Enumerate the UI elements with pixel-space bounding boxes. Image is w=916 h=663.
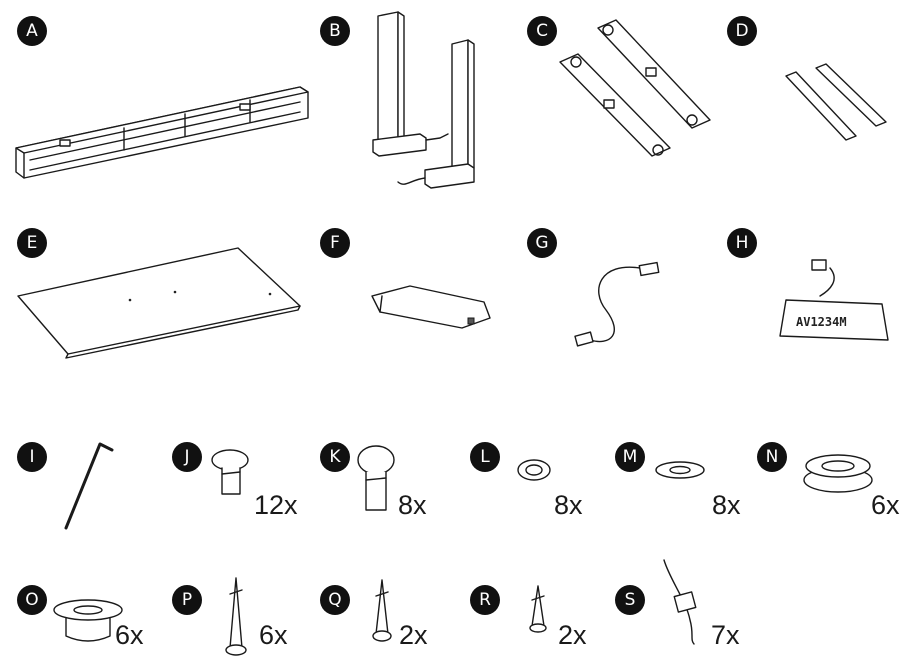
part-k-quantity: 8x — [398, 490, 427, 520]
handset-key-label: AV1234M — [796, 315, 847, 329]
part-p-screw-illustration — [225, 577, 247, 656]
part-label-k: K — [320, 442, 350, 472]
part-label-g: G — [527, 228, 557, 258]
part-o-quantity: 6x — [115, 620, 144, 650]
part-label-i: I — [17, 442, 47, 472]
part-q-quantity: 2x — [399, 620, 428, 650]
part-i-allen-key-illustration — [64, 442, 114, 530]
part-label-q: Q — [320, 585, 350, 615]
part-g-power-cable-illustration — [574, 261, 660, 347]
part-label-f: F — [320, 228, 350, 258]
part-f-control-box-illustration — [371, 285, 491, 329]
part-h-handset-illustration: AV1234M — [779, 259, 889, 341]
part-label-a: A — [17, 16, 47, 46]
part-c-feet-illustration — [559, 19, 711, 157]
part-label-d: D — [727, 16, 757, 46]
part-q-screw-illustration — [372, 579, 392, 642]
part-r-quantity: 2x — [558, 620, 587, 650]
part-l-washer-illustration — [517, 459, 551, 481]
part-j-quantity: 12x — [254, 490, 298, 520]
part-b-legs-illustration — [372, 11, 475, 189]
part-label-o: O — [17, 585, 47, 615]
part-label-p: P — [172, 585, 202, 615]
part-label-j: J — [172, 442, 202, 472]
part-m-quantity: 8x — [712, 490, 741, 520]
part-label-m: M — [615, 442, 645, 472]
part-label-s: S — [615, 585, 645, 615]
part-o-cap-illustration — [53, 599, 123, 642]
part-s-quantity: 7x — [711, 620, 740, 650]
part-p-quantity: 6x — [259, 620, 288, 650]
part-l-quantity: 8x — [554, 490, 583, 520]
part-label-n: N — [757, 442, 787, 472]
part-k-bolt-illustration — [357, 445, 395, 511]
part-m-washer-illustration — [655, 461, 705, 479]
part-label-b: B — [320, 16, 350, 46]
part-n-grommet-illustration — [803, 454, 873, 493]
part-label-r: R — [470, 585, 500, 615]
part-label-h: H — [727, 228, 757, 258]
part-label-l: L — [470, 442, 500, 472]
part-s-cable-tie-illustration — [663, 559, 697, 645]
part-e-desktop-illustration — [17, 247, 301, 359]
part-label-c: C — [527, 16, 557, 46]
part-n-quantity: 6x — [871, 490, 900, 520]
part-label-e: E — [17, 228, 47, 258]
part-j-bolt-illustration — [211, 449, 249, 495]
part-d-rails-illustration — [785, 63, 887, 141]
part-r-screw-illustration — [529, 585, 547, 633]
part-a-crossbar-illustration — [15, 86, 309, 179]
